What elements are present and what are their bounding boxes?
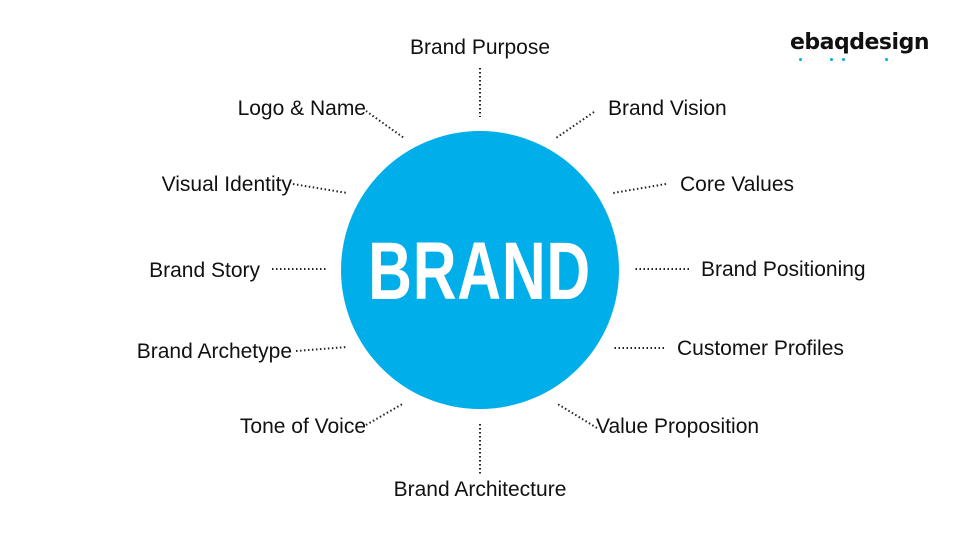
node-brand-story: Brand Story bbox=[149, 259, 260, 282]
logo-dot bbox=[830, 58, 833, 61]
node-brand-purpose: Brand Purpose bbox=[409, 36, 551, 59]
brand-hub-circle: BRAND bbox=[341, 131, 619, 409]
connector-brand-archetype bbox=[295, 346, 348, 352]
node-tone-of-voice: Tone of Voice bbox=[239, 415, 366, 438]
connector-core-values bbox=[612, 183, 667, 194]
logo-dot bbox=[842, 58, 845, 61]
connector-tone-of-voice bbox=[365, 402, 405, 426]
logo-accent-dots bbox=[790, 58, 910, 64]
connector-visual-identity bbox=[292, 183, 348, 194]
node-customer-profiles: Customer Profiles bbox=[677, 337, 844, 360]
connector-logo-name bbox=[365, 110, 405, 139]
node-brand-architecture: Brand Architecture bbox=[393, 478, 567, 501]
connector-brand-vision bbox=[555, 111, 595, 139]
logo-dot bbox=[885, 58, 888, 61]
node-logo-name: Logo & Name bbox=[237, 97, 366, 120]
node-visual-identity: Visual Identity bbox=[161, 173, 292, 196]
logo-wordmark: ebaqdesign bbox=[790, 30, 929, 55]
node-core-values: Core Values bbox=[680, 173, 795, 196]
connector-value-proposition bbox=[555, 402, 598, 429]
logo-dot bbox=[799, 58, 802, 61]
node-brand-archetype: Brand Archetype bbox=[136, 340, 292, 363]
ebaqdesign-logo: ebaqdesign bbox=[790, 30, 929, 61]
brand-hub-label: BRAND bbox=[368, 226, 592, 317]
node-brand-vision: Brand Vision bbox=[608, 97, 727, 120]
node-value-proposition: Value Proposition bbox=[596, 415, 760, 438]
node-brand-positioning: Brand Positioning bbox=[701, 258, 866, 281]
